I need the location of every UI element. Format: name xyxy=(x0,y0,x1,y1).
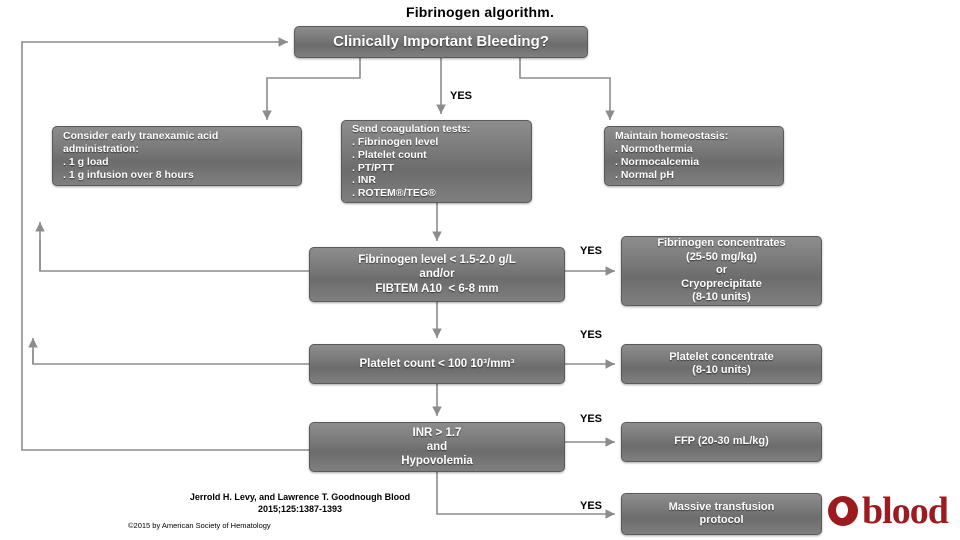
page-title: Fibrinogen algorithm. xyxy=(405,4,555,20)
node-line: Hypovolemia xyxy=(401,455,473,467)
node-line: Fibrinogen concentrates xyxy=(657,237,786,250)
node-line: Fibrinogen level < 1.5-2.0 g/L xyxy=(358,254,516,267)
node-line: or xyxy=(716,264,727,277)
node-line: (25-50 mg/kg) xyxy=(686,250,757,263)
node-platelet-count-check: Platelet count < 100 10³/mm³ xyxy=(309,344,565,384)
node-line: . Platelet count xyxy=(352,148,427,161)
node-line: administration: xyxy=(63,143,139,156)
node-line: Cryoprecipitate xyxy=(681,277,762,290)
node-line: FFP (20-30 mL/kg) xyxy=(674,435,769,448)
node-line: (8-10 units) xyxy=(692,291,751,304)
node-line: (8-10 units) xyxy=(692,364,751,376)
node-line: . Normal pH xyxy=(615,168,674,181)
copyright-text: ©2015 by American Society of Hematology xyxy=(128,521,271,530)
yes-label-platelet: YES xyxy=(580,329,603,341)
node-line: FIBTEM A10 < 6-8 mm xyxy=(375,282,499,295)
citation-line-1: Jerrold H. Levy, and Lawrence T. Goodnou… xyxy=(189,492,411,502)
node-maintain-homeostasis: Maintain homeostasis:. Normothermia. Nor… xyxy=(604,126,784,186)
node-clinically-important-bleeding: Clinically Important Bleeding? xyxy=(294,26,588,58)
node-line: . Normocalcemia xyxy=(615,156,700,168)
blood-drop-icon xyxy=(828,496,858,526)
citation-line-2: 2015;125:1387-1393 xyxy=(257,503,343,514)
node-send-coagulation-tests: Send coagulation tests:. Fibrinogen leve… xyxy=(341,120,532,203)
blood-journal-logo: blood xyxy=(828,490,949,532)
node-line: Platelet concentrate xyxy=(669,350,774,363)
node-line: . 1 g load xyxy=(63,156,109,168)
node-line: . 1 g infusion over 8 hours xyxy=(63,168,194,181)
node-line: protocol xyxy=(699,514,744,526)
node-line: Send coagulation tests: xyxy=(352,123,471,136)
node-line: Platelet count < 100 10³/mm³ xyxy=(359,357,515,370)
node-line: . ROTEM®/TEG® xyxy=(352,187,436,200)
yes-label-inr: YES xyxy=(580,413,603,425)
node-line: . Fibrinogen level xyxy=(352,135,439,148)
node-line: Maintain homeostasis: xyxy=(615,130,729,143)
node-line: and/or xyxy=(419,268,455,281)
node-line: Massive transfusion xyxy=(668,500,775,513)
node-platelet-concentrate: Platelet concentrate(8-10 units) xyxy=(621,344,822,384)
citation-credit: Jerrold H. Levy, and Lawrence T. Goodnou… xyxy=(128,492,472,515)
node-line: INR > 1.7 xyxy=(412,426,462,439)
node-line: . INR xyxy=(352,174,376,187)
node-line: Clinically Important Bleeding? xyxy=(333,32,549,50)
yes-label-fibrinogen: YES xyxy=(580,245,603,257)
yes-label-massive: YES xyxy=(580,500,603,512)
yes-label-bleeding: YES xyxy=(450,90,473,102)
node-line: and xyxy=(426,440,448,453)
node-line: . PT/PTT xyxy=(352,161,394,174)
blood-logo-text: blood xyxy=(862,490,949,532)
node-line: Consider early tranexamic acid xyxy=(63,130,219,143)
node-line: . Normothermia xyxy=(615,143,693,156)
node-ffp: FFP (20-30 mL/kg) xyxy=(621,422,822,462)
